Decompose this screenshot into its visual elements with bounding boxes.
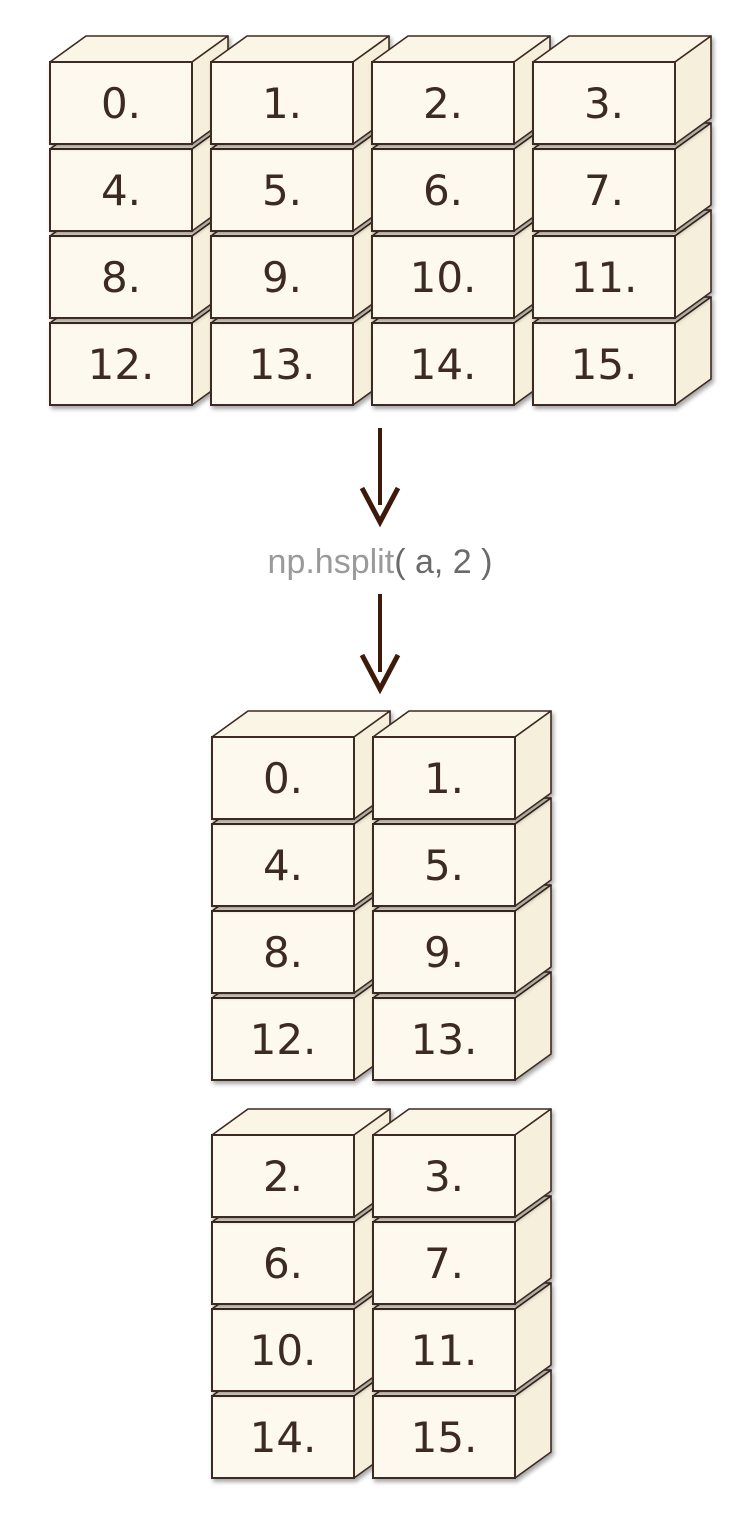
cell-value: 4. [263, 841, 303, 890]
cell-value: 3. [424, 1152, 464, 1201]
array-cell: 0. [49, 35, 229, 145]
cell-value: 2. [263, 1152, 303, 1201]
array-cell: 1. [372, 710, 552, 820]
cell-value: 7. [584, 166, 624, 215]
source-array-grid: 12. 13. 14. 15. 8. 9. 10. 11. 4. 5. 6. 7. 0. 1. 2. 3. [49, 35, 712, 406]
operation-function: np.hsplit [268, 543, 395, 581]
cube-front-face [371, 322, 515, 406]
cube-front-face [211, 1221, 355, 1305]
operation-arguments: ( a, 2 ) [394, 543, 492, 581]
cube-front-face [372, 1308, 516, 1392]
cube-front-face [211, 910, 355, 994]
cell-value: 11. [571, 253, 638, 302]
result-array-1-grid: 12. 13. 8. 9. 4. 5. 0. 1. [211, 710, 552, 1081]
cell-value: 6. [263, 1239, 303, 1288]
cell-value: 4. [101, 166, 141, 215]
array-cell: 2. [371, 35, 551, 145]
cell-value: 7. [424, 1239, 464, 1288]
cube-front-face [532, 235, 676, 319]
cell-value: 9. [262, 253, 302, 302]
cube-front-face [211, 997, 355, 1081]
cube-front-face [372, 997, 516, 1081]
cube-front-face [49, 235, 193, 319]
cube-front-face [532, 148, 676, 232]
array-cell: 9. [372, 884, 552, 994]
cube-front-face [532, 61, 676, 145]
cube-front-face [372, 1221, 516, 1305]
cell-value: 13. [411, 1015, 478, 1064]
cube-front-face [372, 1134, 516, 1218]
cube-front-face [210, 235, 354, 319]
array-cell: 3. [372, 1108, 552, 1218]
cube-front-face [211, 1395, 355, 1479]
cube-front-face [49, 61, 193, 145]
cell-value: 1. [262, 79, 302, 128]
down-arrow-bottom [359, 594, 401, 695]
array-cell: 15. [372, 1369, 552, 1479]
cell-value: 6. [423, 166, 463, 215]
cube-front-face [372, 1395, 516, 1479]
cube-front-face [211, 736, 355, 820]
down-arrow-top [359, 428, 401, 528]
cube-front-face [371, 235, 515, 319]
cell-value: 1. [424, 754, 464, 803]
cell-value: 10. [410, 253, 477, 302]
cell-value: 14. [410, 340, 477, 389]
cube-front-face [49, 322, 193, 406]
operation-caption: np.hsplit( a, 2 ) [268, 543, 493, 581]
cube-front-face [372, 910, 516, 994]
cell-value: 3. [584, 79, 624, 128]
array-cell: 0. [211, 710, 391, 820]
array-cell: 1. [210, 35, 390, 145]
cell-value: 8. [263, 928, 303, 977]
cell-value: 11. [411, 1326, 478, 1375]
cube-front-face [371, 148, 515, 232]
cell-value: 0. [101, 79, 141, 128]
cell-value: 13. [249, 340, 316, 389]
cell-value: 2. [423, 79, 463, 128]
cube-front-face [210, 322, 354, 406]
cell-value: 0. [263, 754, 303, 803]
cube-front-face [211, 1134, 355, 1218]
cell-value: 15. [571, 340, 638, 389]
cube-front-face [211, 823, 355, 907]
cube-front-face [210, 148, 354, 232]
cube-front-face [210, 61, 354, 145]
cube-front-face [372, 823, 516, 907]
cube-front-face [211, 1308, 355, 1392]
cell-value: 8. [101, 253, 141, 302]
cube-front-face [372, 736, 516, 820]
cube-front-face [49, 148, 193, 232]
cell-value: 10. [250, 1326, 317, 1375]
cell-value: 9. [424, 928, 464, 977]
array-cell: 2. [211, 1108, 391, 1218]
cell-value: 12. [88, 340, 155, 389]
array-cell: 3. [532, 35, 712, 145]
cube-front-face [371, 61, 515, 145]
cube-front-face [532, 322, 676, 406]
cell-value: 12. [250, 1015, 317, 1064]
result-array-2-grid: 14. 15. 10. 11. 6. 7. 2. 3. [211, 1108, 552, 1479]
cell-value: 5. [424, 841, 464, 890]
cell-value: 5. [262, 166, 302, 215]
cell-value: 14. [250, 1413, 317, 1462]
cell-value: 15. [411, 1413, 478, 1462]
